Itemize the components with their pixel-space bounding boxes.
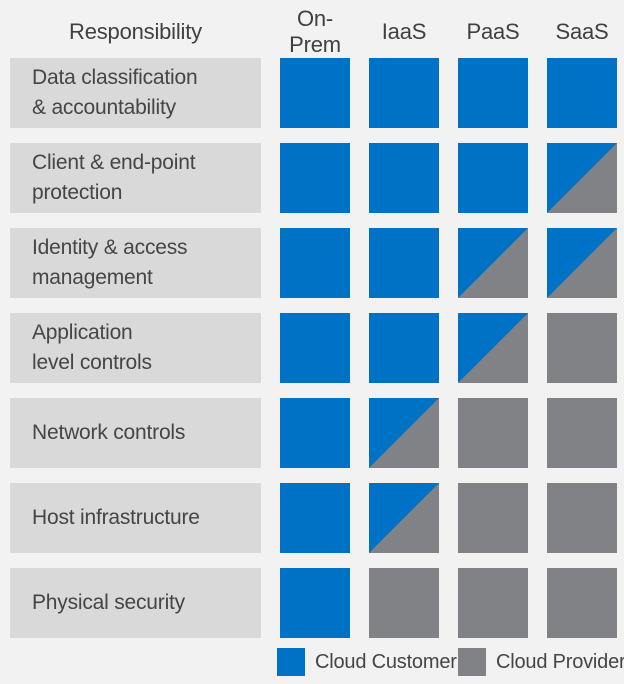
cloud-customer-swatch [277, 648, 305, 676]
column-header-saas: SaaS [555, 19, 609, 44]
matrix-cell [369, 568, 439, 638]
matrix-cell [458, 483, 528, 553]
row-label: Application level controls [10, 313, 261, 383]
matrix-cell [369, 228, 439, 298]
column-header-paas: PaaS [466, 19, 520, 44]
column-header-iaas: IaaS [381, 19, 427, 44]
matrix-cell [458, 143, 528, 213]
matrix-cell [280, 228, 350, 298]
legend-label-cloud-customer: Cloud Customer [315, 650, 457, 673]
row-host-infrastructure: Host infrastructure [10, 483, 624, 553]
matrix-cell [369, 313, 439, 383]
matrix-cell [547, 313, 617, 383]
matrix-cell [458, 398, 528, 468]
matrix-cell [369, 483, 439, 553]
legend-item-cloud-customer: Cloud Customer [277, 648, 457, 676]
row-label: Physical security [10, 568, 261, 638]
matrix-cell [280, 143, 350, 213]
matrix-cell [547, 398, 617, 468]
row-physical-security: Physical security [10, 568, 624, 638]
row-label: Identity & access management [10, 228, 261, 298]
matrix-cell [280, 568, 350, 638]
legend-item-cloud-provider: Cloud Provider [458, 648, 624, 676]
responsibility-column-header: Responsibility [69, 19, 202, 44]
matrix-cell [547, 483, 617, 553]
matrix-cell [547, 228, 617, 298]
matrix-cell [458, 568, 528, 638]
matrix-cell [458, 58, 528, 128]
row-label: Data classification & accountability [10, 58, 261, 128]
legend-label-cloud-provider: Cloud Provider [496, 650, 624, 673]
matrix-cell [547, 143, 617, 213]
row-data-classification: Data classification & accountability [10, 58, 624, 128]
cloud-provider-swatch [458, 648, 486, 676]
row-client-endpoint-protection: Client & end-point protection [10, 143, 624, 213]
row-label: Host infrastructure [10, 483, 261, 553]
legend: Cloud Customer Cloud Provider [10, 648, 624, 684]
matrix-cell [458, 313, 528, 383]
row-label: Network controls [10, 398, 261, 468]
matrix-cell [280, 313, 350, 383]
matrix-cell [458, 228, 528, 298]
matrix-cell [280, 398, 350, 468]
matrix-cell [547, 568, 617, 638]
matrix-cell [369, 398, 439, 468]
row-application-level-controls: Application level controls [10, 313, 624, 383]
matrix-cell [547, 58, 617, 128]
column-header-onprem: On-Prem [289, 6, 341, 57]
row-identity-access-management: Identity & access management [10, 228, 624, 298]
matrix-cell [369, 58, 439, 128]
matrix-cell [369, 143, 439, 213]
row-network-controls: Network controls [10, 398, 624, 468]
matrix-cell [280, 58, 350, 128]
matrix-cell [280, 483, 350, 553]
matrix-header: Responsibility On-Prem IaaS PaaS SaaS [10, 0, 624, 58]
row-label: Client & end-point protection [10, 143, 261, 213]
